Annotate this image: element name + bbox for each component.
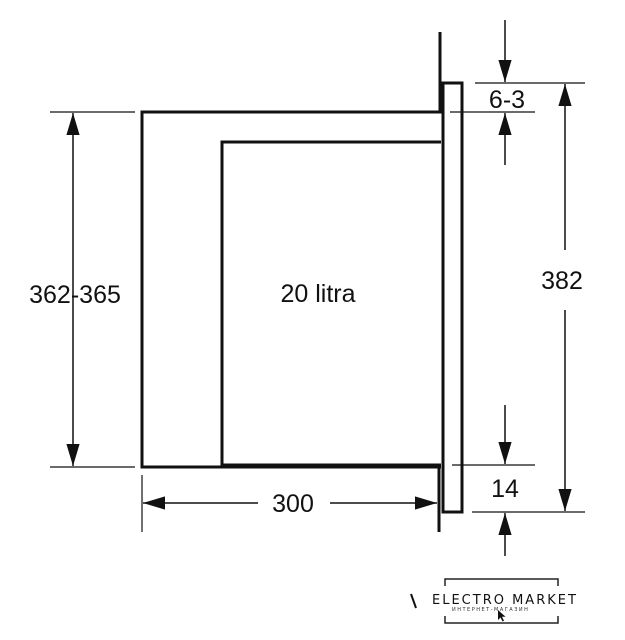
niche-height-label: 362-365 <box>29 281 121 309</box>
microwave-body <box>220 140 441 467</box>
logo-subtitle: ИНТЕРНЕТ-МАГАЗИН <box>452 607 529 613</box>
electro-market-logo: ELECTRO MARKET ИНТЕРНЕТ-МАГАЗИН <box>410 578 578 624</box>
capacity-label: 20 litra <box>280 280 355 308</box>
cursor-icon <box>498 610 506 622</box>
depth-label: 300 <box>272 490 314 518</box>
cabinet-outline <box>140 32 442 469</box>
top-gap-label: 6-3 <box>489 86 525 114</box>
logo-name: ELECTRO MARKET <box>432 593 578 608</box>
bottom-gap-label: 14 <box>491 475 519 503</box>
door-panel <box>441 81 464 514</box>
total-height-label: 382 <box>541 267 583 295</box>
